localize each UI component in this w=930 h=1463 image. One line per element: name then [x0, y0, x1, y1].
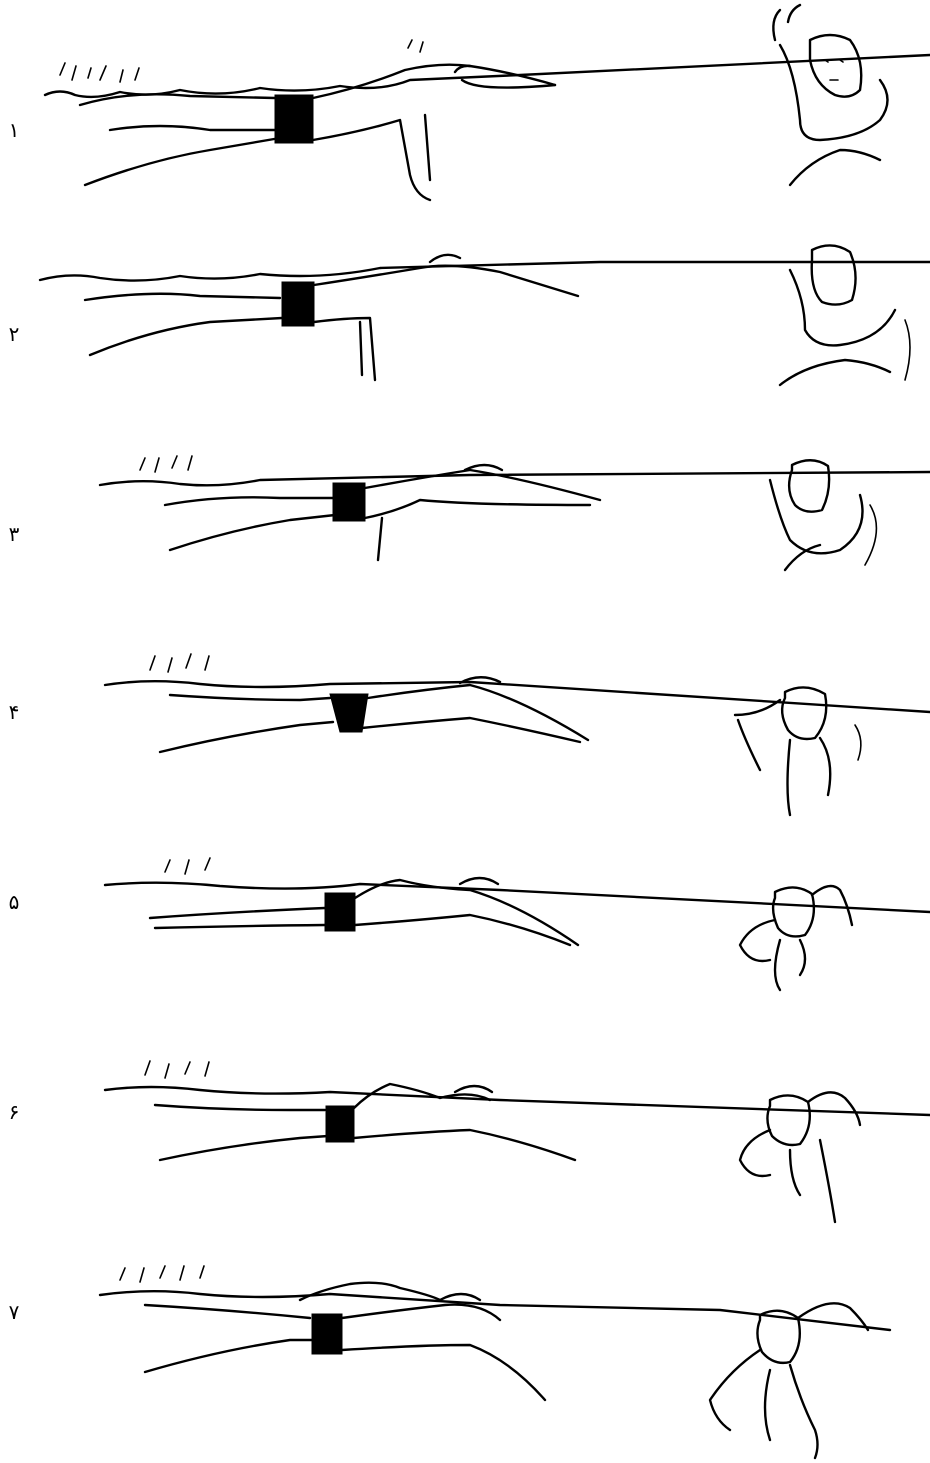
waterline-4: [105, 681, 930, 712]
row-4: [105, 654, 930, 815]
front-swimmer-2: [780, 245, 910, 385]
side-swimmer-6: [105, 1061, 930, 1160]
row-3: [100, 456, 930, 570]
row-2: [40, 245, 930, 385]
side-swimmer-7: [100, 1266, 890, 1400]
front-swimmer-1: [773, 5, 887, 185]
side-swimmer-3: [100, 456, 930, 560]
side-swimmer-2: [40, 255, 930, 380]
side-swimmer-4: [105, 654, 930, 752]
waterline-5: [105, 883, 930, 912]
row-5: [105, 858, 930, 990]
front-swimmer-3: [770, 460, 876, 570]
row-6: [105, 1061, 930, 1222]
waterline-1: [45, 55, 930, 97]
front-swimmer-7: [710, 1303, 868, 1458]
row-1: [45, 5, 930, 200]
row-7: [100, 1266, 890, 1458]
waterline-2: [40, 262, 930, 281]
front-swimmer-5: [740, 886, 852, 990]
